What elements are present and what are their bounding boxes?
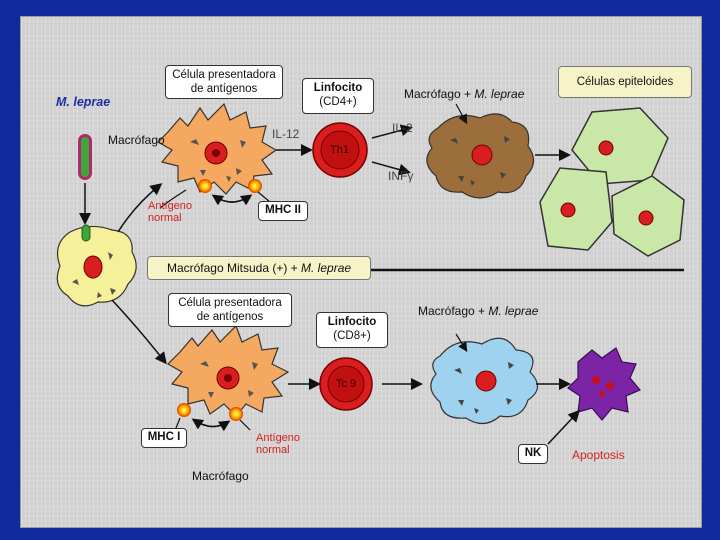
m-leprae-label: M. leprae [56,95,111,109]
bottom-linfocito-label: Linfocito [327,316,377,328]
m-leprae-bacillus-icon [78,134,92,180]
antigen-spark-icon [229,407,243,421]
nk-label: NK [524,447,542,459]
top-lymphocyte-box: Linfocito (CD4+) [302,78,374,114]
bottom-macro-mleprae-prefix: Macrófago + [418,304,489,318]
antigen-spark-icon [248,179,262,193]
top-antigeno-line1: Antígeno [148,200,193,212]
th1-label: Th1 [330,144,349,156]
mitsuda-box: Macrófago Mitsuda (+) + M. leprae [147,256,371,280]
tc-label: Tc 9 [336,378,357,390]
bottom-apc-label-line1: Célula presentadora [178,297,282,309]
infg-label: INFγ [388,169,414,183]
nk-box: NK [518,444,548,464]
bottom-antigeno-line2: normal [256,444,290,457]
top-antigeno-label: Antígeno normal [148,200,192,224]
epiteloides-box: Células epiteloides [558,66,692,98]
tc-lymphocyte-cell [319,357,373,411]
bottom-macrofago-label: Macrófago [192,469,249,483]
apoptotic-cell [567,347,641,421]
bottom-macro-mleprae-italic: M. leprae [488,304,539,318]
th1-lymphocyte-cell [312,122,368,178]
mhc1-box: MHC I [141,428,187,448]
top-apc-box: Célula presentadora de antígenos [165,65,283,99]
epithelioid-cells-group [539,107,685,257]
mitsuda-italic: M. leprae [301,261,352,275]
epiteloides-label: Células epiteloides [576,76,674,88]
mhc2-box: MHC II [258,201,308,221]
mitsuda-prefix: Macrófago Mitsuda (+) + [166,261,302,275]
top-macrofago-label: Macrófago [108,133,165,147]
bottom-macro-mleprae-label: Macrófago + M. leprae [418,304,539,319]
top-macro-mleprae-label: Macrófago + M. leprae [404,87,525,102]
mhc2-label: MHC II [265,204,301,216]
mitsuda-macrophage-cell [56,224,137,307]
il2-label: IL-2 [392,121,413,135]
bottom-lymphocyte-box: Linfocito (CD8+) [316,312,388,348]
top-macro-mleprae-italic: M. leprae [474,87,525,101]
bottom-apc-label-line2: de antígenos [196,310,264,323]
top-infected-macrophage-cell [426,113,535,199]
il12-label: IL-12 [272,127,300,141]
bottom-antigeno-label: Antígeno normal [256,432,300,456]
top-apc-label-line1: Célula presentadora [172,69,276,81]
cd4-label: (CD4+) [319,95,357,108]
top-apc-label-line2: de antígenos [190,82,258,95]
bottom-apc-box: Célula presentadora de antígenos [168,293,292,327]
top-antigeno-line2: normal [148,212,182,225]
mhc1-label: MHC I [147,431,181,443]
cd8-label: (CD8+) [333,329,371,342]
bottom-antigeno-line1: Antígeno [256,432,301,444]
top-macro-mleprae-prefix: Macrófago + [404,87,475,101]
top-linfocito-label: Linfocito [313,82,363,94]
antigen-spark-icon [177,403,191,417]
bottom-antigen-presenting-cell [167,324,290,417]
top-antigen-presenting-cell [157,102,278,195]
apoptosis-label: Apoptosis [572,448,625,462]
antigen-spark-icon [198,179,212,193]
bottom-infected-macrophage-cell [430,337,539,425]
